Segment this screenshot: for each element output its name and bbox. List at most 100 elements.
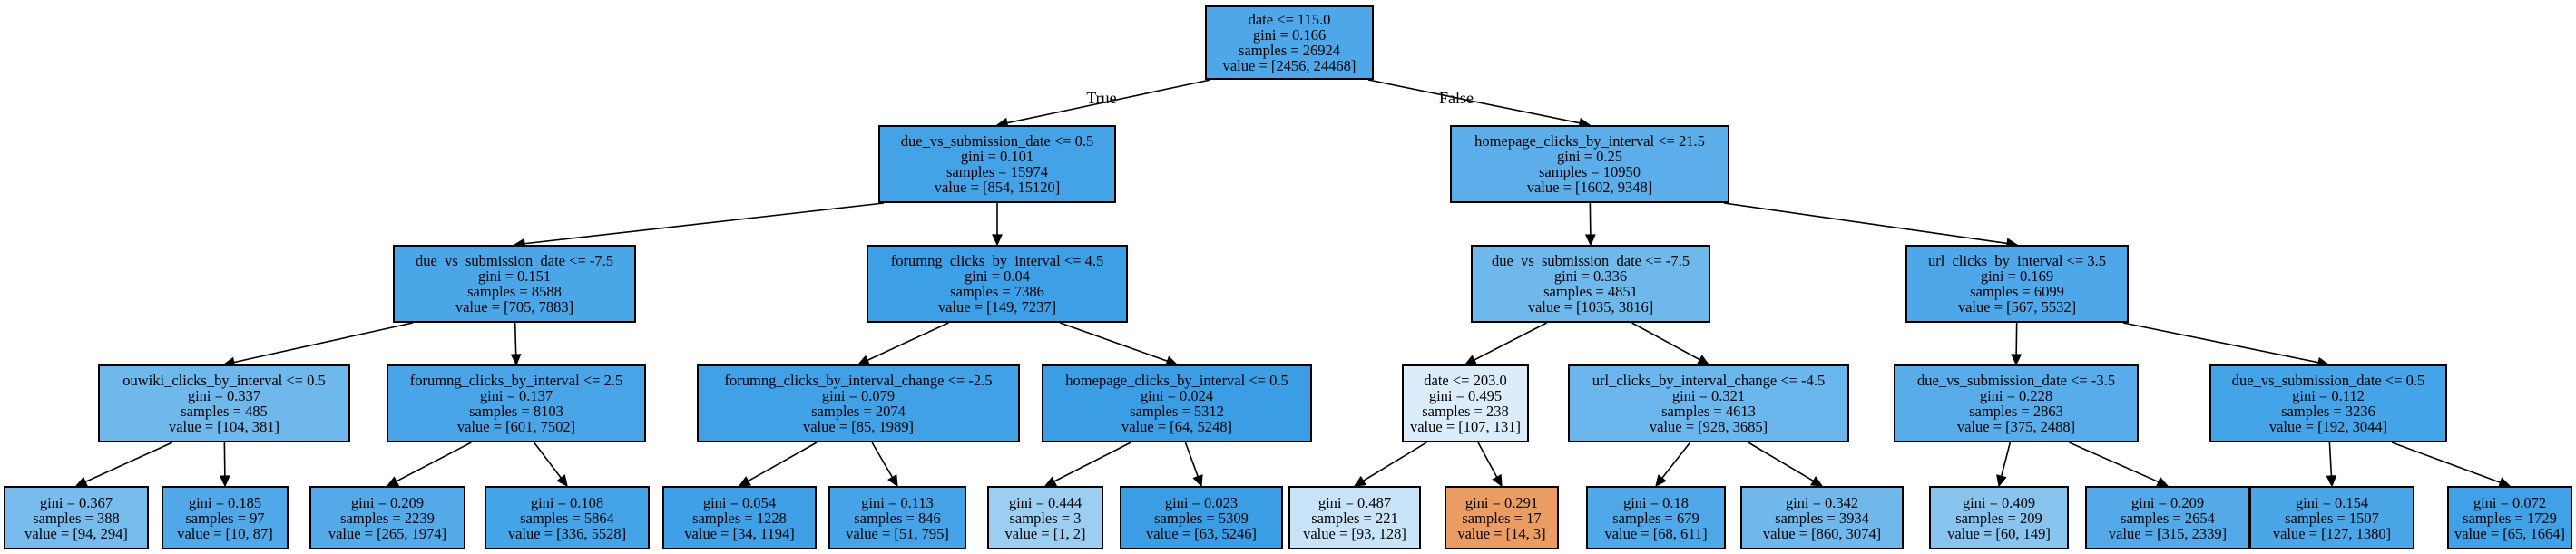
tree-edge-arrowhead xyxy=(556,474,568,488)
leaf-value: value = [265, 1974] xyxy=(328,524,447,542)
node-value: value = [1035, 3816] xyxy=(1527,298,1654,316)
tree-edge-arrowhead xyxy=(1996,474,2007,488)
leaf-gini: gini = 0.023 xyxy=(1164,493,1239,511)
tree-edge-n4-n10 xyxy=(1060,322,1168,363)
node-condition: forumng_clicks_by_interval <= 2.5 xyxy=(409,372,623,389)
leaf-samples: samples = 679 xyxy=(1612,509,1699,527)
leaf-samples: samples = 209 xyxy=(1955,509,2042,527)
tree-edge-arrowhead xyxy=(1809,475,1824,487)
leaf-value: value = [63, 5246] xyxy=(1145,524,1258,542)
tree-edge-n12-l12 xyxy=(1748,442,1814,482)
tree-edge-arrowhead xyxy=(1492,473,1503,488)
leaf-samples: samples = 3934 xyxy=(1775,509,1869,527)
node-value: value = [705, 7883] xyxy=(455,298,574,316)
node-value: value = [2456, 24468] xyxy=(1222,57,1357,74)
node-samples: samples = 3236 xyxy=(2281,403,2375,420)
tree-leaf: gini = 0.054 samples = 1228 value = [34,… xyxy=(662,486,817,549)
node-samples: samples = 8588 xyxy=(467,283,562,300)
tree-node: homepage_clicks_by_interval <= 21.5 gini… xyxy=(1450,125,1729,203)
leaf-value: value = [315, 2339] xyxy=(2108,524,2228,542)
leaf-gini: gini = 0.409 xyxy=(1962,493,2036,511)
tree-leaf: gini = 0.409 samples = 209 value = [60, … xyxy=(1929,486,2069,549)
node-samples: samples = 26924 xyxy=(1239,42,1340,59)
tree-leaf: gini = 0.18 samples = 679 value = [68, 6… xyxy=(1586,486,1726,549)
node-value: value = [1602, 9348] xyxy=(1526,179,1653,196)
tree-leaf: gini = 0.154 samples = 1507 value = [127… xyxy=(2249,486,2414,549)
leaf-value: value = [336, 5528] xyxy=(507,524,627,542)
tree-edge-arrowhead xyxy=(2326,475,2337,488)
node-gini: gini = 0.336 xyxy=(1553,267,1628,285)
node-value: value = [375, 2488] xyxy=(1956,418,2076,435)
branch-label-false: False xyxy=(1439,89,1474,107)
node-condition: url_clicks_by_interval <= 3.5 xyxy=(1928,252,2106,269)
node-value: value = [854, 15120] xyxy=(934,179,1061,196)
leaf-value: value = [14, 3] xyxy=(1457,524,1546,542)
tree-leaf: gini = 0.487 samples = 221 value = [93, … xyxy=(1288,486,1421,549)
leaf-samples: samples = 97 xyxy=(185,509,265,527)
tree-edge-n4-n9 xyxy=(867,322,949,362)
leaf-samples: samples = 5309 xyxy=(1154,509,1249,527)
tree-edge-arrowhead xyxy=(1192,474,1203,488)
node-gini: gini = 0.337 xyxy=(187,387,261,404)
tree-node: date <= 203.0 gini = 0.495 samples = 238… xyxy=(1402,364,1529,442)
tree-node: url_clicks_by_interval <= 3.5 gini = 0.1… xyxy=(1905,245,2129,323)
tree-edge-n11-l10 xyxy=(1477,442,1498,478)
tree-edge-arrowhead xyxy=(738,476,752,487)
node-condition: url_clicks_by_interval_change <= -4.5 xyxy=(1592,372,1826,389)
node-gini: gini = 0.101 xyxy=(960,148,1034,165)
leaf-gini: gini = 0.291 xyxy=(1464,493,1539,511)
leaf-value: value = [127, 1380] xyxy=(2272,524,2392,542)
node-samples: samples = 8103 xyxy=(469,403,563,420)
leaf-gini: gini = 0.209 xyxy=(2130,493,2205,511)
tree-leaf: gini = 0.209 samples = 2654 value = [315… xyxy=(2085,486,2250,549)
tree-edge-arrowhead xyxy=(219,475,230,488)
node-condition: forumng_clicks_by_interval <= 4.5 xyxy=(890,252,1104,269)
tree-leaf: gini = 0.209 samples = 2239 value = [265… xyxy=(309,486,465,549)
tree-edge-arrowhead xyxy=(1043,476,1058,487)
node-samples: samples = 6099 xyxy=(1970,283,2064,300)
tree-edge-arrowhead xyxy=(887,473,898,488)
tree-edge-n8-l3 xyxy=(396,442,472,482)
node-samples: samples = 2863 xyxy=(1969,403,2063,420)
node-value: value = [85, 1989] xyxy=(802,418,915,435)
leaf-value: value = [93, 128] xyxy=(1303,524,1406,542)
node-condition: due_vs_submission_date <= 0.5 xyxy=(900,132,1094,150)
tree-edge-arrowhead xyxy=(386,476,400,487)
tree-edge-arrowhead xyxy=(2011,354,2023,366)
tree-node: ouwiki_clicks_by_interval <= 0.5 gini = … xyxy=(98,364,350,442)
node-gini: gini = 0.137 xyxy=(479,387,553,404)
node-value: value = [567, 5532] xyxy=(1957,298,2077,316)
tree-edge-arrowhead xyxy=(1696,355,1710,365)
node-condition: homepage_clicks_by_interval <= 21.5 xyxy=(1474,132,1705,150)
tree-edge-n11-l9 xyxy=(1362,442,1427,481)
node-condition: due_vs_submission_date <= -3.5 xyxy=(1917,372,2115,389)
tree-node-root: date <= 115.0 gini = 0.166 samples = 269… xyxy=(1205,5,1374,80)
leaf-samples: samples = 1729 xyxy=(2463,509,2557,527)
tree-edge-n8-l4 xyxy=(533,442,562,479)
leaf-gini: gini = 0.209 xyxy=(350,493,425,511)
leaf-samples: samples = 1507 xyxy=(2285,509,2379,527)
tree-node: forumng_clicks_by_interval_change <= -2.… xyxy=(697,364,1020,442)
leaf-samples: samples = 2239 xyxy=(340,509,435,527)
node-gini: gini = 0.04 xyxy=(964,267,1031,285)
tree-edge-n9-l5 xyxy=(748,442,818,482)
node-value: value = [928, 3685] xyxy=(1649,418,1768,435)
tree-node: due_vs_submission_date <= -3.5 gini = 0.… xyxy=(1894,364,2139,442)
leaf-gini: gini = 0.18 xyxy=(1622,493,1690,511)
node-gini: gini = 0.321 xyxy=(1671,387,1746,404)
node-gini: gini = 0.079 xyxy=(821,387,896,404)
tree-node: homepage_clicks_by_interval <= 0.5 gini … xyxy=(1042,364,1312,442)
node-gini: gini = 0.25 xyxy=(1556,148,1623,165)
tree-edge-n12-l11 xyxy=(1661,442,1691,479)
tree-edge-n1-n3 xyxy=(524,202,885,245)
node-condition: homepage_clicks_by_interval <= 0.5 xyxy=(1065,372,1288,389)
node-condition: due_vs_submission_date <= 0.5 xyxy=(2231,372,2425,389)
tree-node: forumng_clicks_by_interval <= 4.5 gini =… xyxy=(867,245,1128,323)
tree-edge-n7-l2 xyxy=(223,442,226,477)
tree-edge-n5-n11 xyxy=(1474,322,1548,361)
tree-node: due_vs_submission_date <= -7.5 gini = 0.… xyxy=(1471,245,1710,323)
leaf-gini: gini = 0.054 xyxy=(702,493,777,511)
tree-leaf: gini = 0.185 samples = 97 value = [10, 8… xyxy=(162,486,289,549)
node-condition: date <= 203.0 xyxy=(1424,372,1507,389)
